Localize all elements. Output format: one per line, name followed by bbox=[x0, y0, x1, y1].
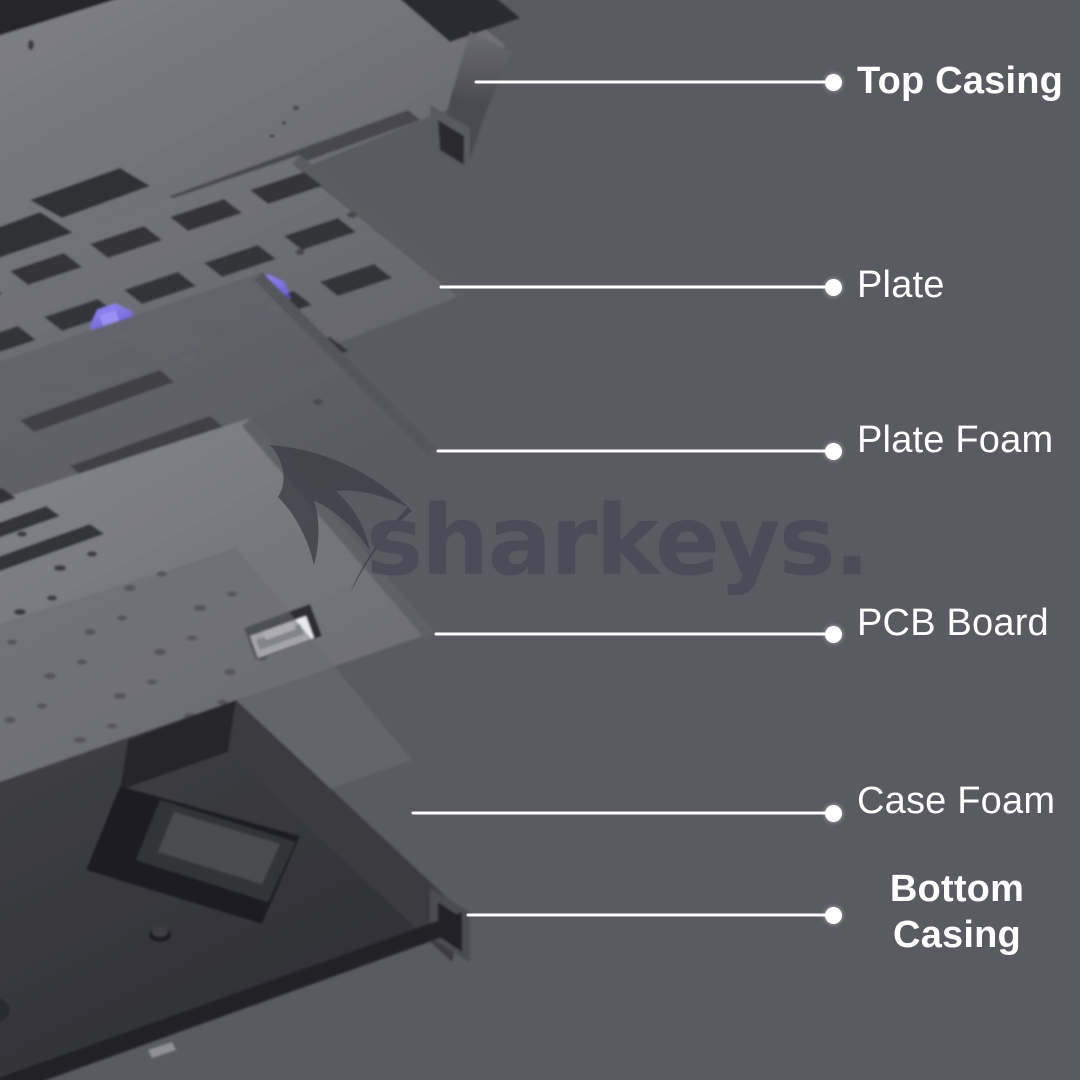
callout-label-case-foam: Case Foam bbox=[857, 780, 1056, 822]
callout-label-plate: Plate bbox=[857, 264, 945, 306]
callout-dot-case-foam[interactable] bbox=[825, 805, 842, 822]
callout-dot-pcb-board[interactable] bbox=[825, 626, 842, 643]
layer-bottom-casing bbox=[0, 700, 470, 1080]
callout-dot-plate-foam[interactable] bbox=[825, 443, 842, 460]
callout-dot-plate[interactable] bbox=[825, 279, 842, 296]
callout-label-plate-foam: Plate Foam bbox=[857, 419, 1054, 461]
callout-dot-bottom-casing[interactable] bbox=[825, 907, 842, 924]
callout-label-top-casing: Top Casing bbox=[857, 60, 1064, 102]
callout-dot-top-casing[interactable] bbox=[825, 74, 842, 91]
callout-label-bottom-casing: Bottom Casing bbox=[889, 868, 1025, 957]
callout-label-pcb-board: PCB Board bbox=[857, 602, 1049, 644]
